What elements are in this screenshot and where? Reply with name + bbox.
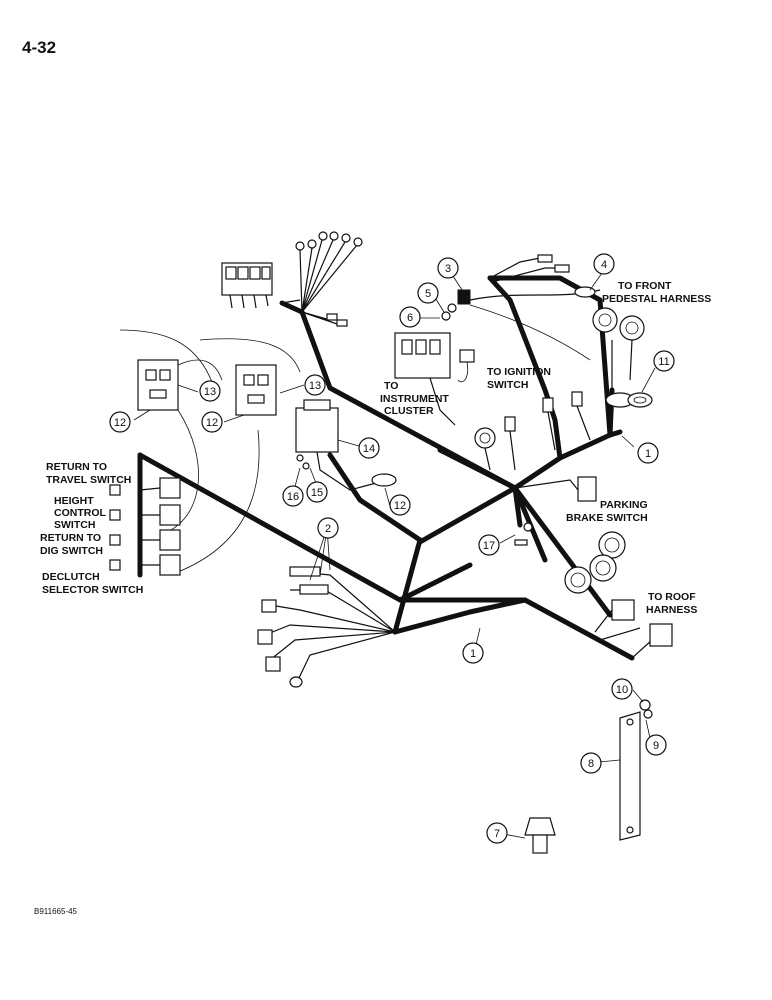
label-to-roof-1: TO ROOF [648, 591, 696, 603]
small-connectors-center [504, 391, 591, 471]
instrument-cluster-connector [394, 332, 456, 426]
label-to-front-1: TO FRONT [618, 280, 672, 292]
callout-12c: 12 [394, 500, 406, 512]
callout-17: 17 [483, 540, 495, 552]
top-right-connectors [469, 254, 645, 408]
label-to-front-2: PEDESTAL HARNESS [602, 293, 711, 305]
ignition-switch-connector [457, 349, 475, 383]
bulkhead-connector-center [474, 427, 496, 471]
callout-1a: 1 [645, 448, 651, 460]
relay-right [199, 338, 301, 416]
callout-12b: 12 [206, 417, 218, 429]
label-height-control-3: SWITCH [54, 519, 95, 531]
callout-6: 6 [407, 312, 413, 324]
part-17-items [514, 522, 533, 546]
label-return-dig-1: RETURN TO [40, 532, 101, 544]
label-to-ignition-2: SWITCH [487, 379, 528, 391]
callout-2: 2 [325, 523, 331, 535]
callout-7: 7 [494, 828, 500, 840]
callout-10: 10 [616, 684, 628, 696]
right-round-connectors [564, 531, 626, 594]
callout-12a: 12 [114, 417, 126, 429]
callout-14: 14 [363, 443, 375, 455]
label-height-control-1: HEIGHT [54, 495, 94, 507]
roof-harness-connectors [594, 599, 673, 659]
nut-washer [639, 699, 653, 719]
callout-13a: 13 [204, 386, 216, 398]
document-code: B911665-45 [34, 907, 77, 916]
callouts: 1 1 2 3 4 5 6 7 8 9 10 11 12 12 12 13 13… [109, 253, 675, 844]
relay-lead-a [159, 409, 199, 536]
callout-15: 15 [311, 487, 323, 499]
label-return-dig-2: DIG SWITCH [40, 545, 103, 557]
flasher-module [295, 399, 397, 491]
callout-4: 4 [601, 259, 607, 271]
callout-1b: 1 [470, 648, 476, 660]
strap-bracket [619, 711, 641, 841]
top-wire-fan [295, 231, 363, 327]
label-to-ignition-1: TO IGNITION [487, 366, 551, 378]
top-left-connector-block [221, 262, 301, 309]
callout-16: 16 [287, 491, 299, 503]
grommet [627, 392, 653, 408]
callout-3: 3 [445, 263, 451, 275]
lower-left-bundle [257, 566, 396, 688]
label-parking-brake-2: BRAKE SWITCH [566, 512, 648, 524]
callout-5: 5 [425, 288, 431, 300]
callout-8: 8 [588, 758, 594, 770]
relay-lead-b [169, 429, 260, 576]
label-to-roof-2: HARNESS [646, 604, 697, 616]
parts-3-5-6 [441, 289, 591, 361]
left-switch-connectors [109, 477, 181, 576]
label-to-instrument-1: TO [384, 380, 398, 392]
label-return-travel-2: TRAVEL SWITCH [46, 474, 131, 486]
label-declutch-2: SELECTOR SWITCH [42, 584, 143, 596]
callout-9: 9 [653, 740, 659, 752]
callout-13b: 13 [309, 380, 321, 392]
main-harness [137, 275, 635, 661]
part-7-switch [524, 817, 556, 854]
parking-brake-switch-connector [514, 476, 597, 502]
label-parking-brake-1: PARKING [600, 499, 648, 511]
label-to-instrument-2: INSTRUMENT [380, 393, 449, 405]
relay-left [119, 329, 223, 411]
label-return-travel-1: RETURN TO [46, 461, 107, 473]
page-number: 4-32 [22, 38, 57, 57]
label-to-instrument-3: CLUSTER [384, 405, 434, 417]
label-declutch-1: DECLUTCH [42, 571, 100, 583]
label-height-control-2: CONTROL [54, 507, 106, 519]
callout-11: 11 [658, 356, 669, 368]
